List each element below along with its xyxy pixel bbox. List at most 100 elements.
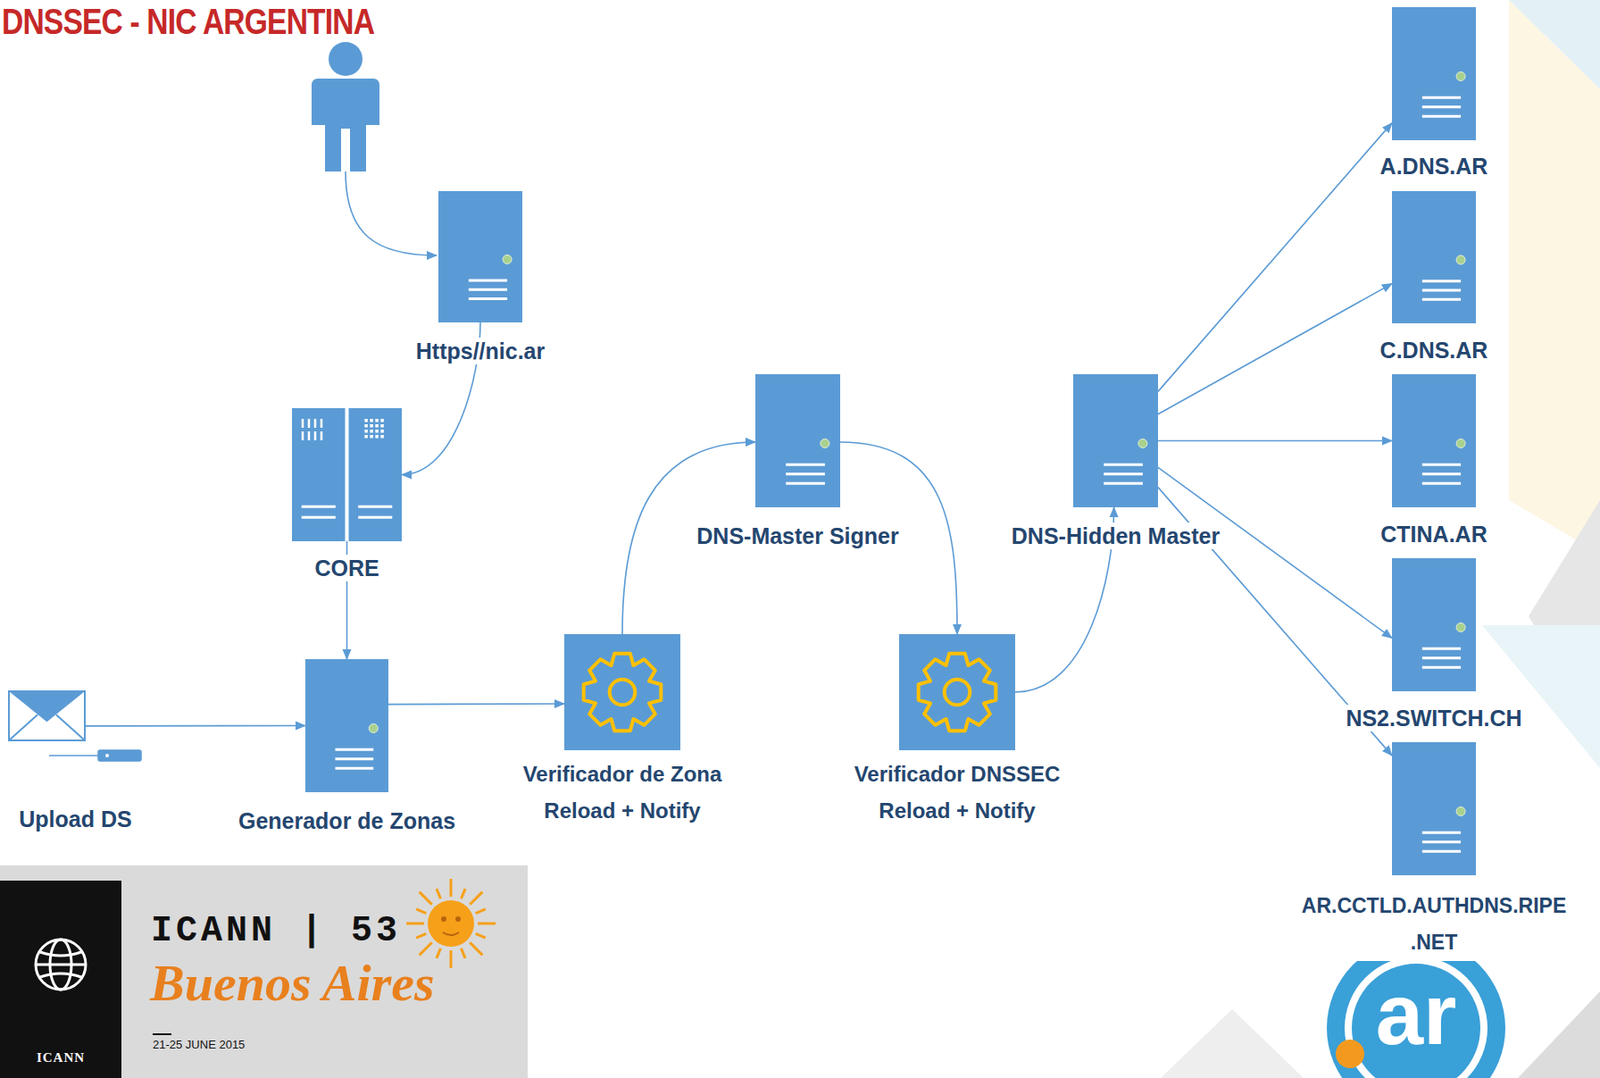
server-icon (1073, 374, 1159, 508)
connector-arrow (1158, 123, 1392, 392)
node-server-icon: Generador de Zonas (305, 658, 389, 792)
drawing-part (1422, 831, 1461, 834)
background-shapes (1160, 0, 1600, 1078)
drawing-part (364, 429, 368, 434)
node-gear-process-box: Verificador DNSSEC Reload + Notify (899, 633, 1016, 750)
node-label: DNS-Hidden Master (1008, 522, 1224, 550)
drawing-part (98, 750, 142, 761)
drawing-part (438, 191, 523, 323)
drawing-part (1344, 956, 1488, 1078)
drawing-part (477, 922, 496, 925)
drawing-part (301, 516, 336, 519)
drawing-part (369, 424, 374, 428)
drawing-part (1422, 96, 1461, 100)
drawing-part (1103, 472, 1143, 475)
drawing-part (419, 891, 433, 905)
drawing-part (1456, 71, 1466, 81)
drawing-part (314, 431, 317, 441)
event-city: Buenos Aires (150, 953, 435, 1013)
gear-process-box (564, 633, 681, 750)
drawing-part (1391, 741, 1476, 875)
drawing-part (1422, 105, 1461, 109)
node-server-icon: A.DNS.AR (1391, 7, 1476, 141)
drawing-part (1422, 482, 1461, 485)
drawing-part (1073, 374, 1159, 508)
drawing-part (1422, 472, 1461, 475)
drawing-part (380, 418, 384, 423)
node-label: C.DNS.AR (1376, 336, 1492, 364)
drawing-part (475, 908, 486, 914)
server-icon (1391, 374, 1476, 508)
node-label: NS2.SWITCH.CH (1341, 704, 1525, 732)
drawing-part (1456, 806, 1466, 816)
node-label: Verificador de Zona Reload + Notify (484, 755, 760, 829)
drawing-part (1482, 625, 1600, 768)
node-server-icon: DNS-Master Signer (755, 374, 841, 508)
person-arrow (345, 171, 437, 256)
drawing-part (1422, 289, 1461, 292)
drawing-part (334, 748, 374, 751)
drawing-part (1160, 1008, 1304, 1078)
drawing-part (1422, 656, 1461, 659)
logo-text: ICANN (16, 1050, 106, 1066)
drawing-part (450, 878, 453, 897)
event-date: 21-25 JUNE 2015 (152, 1037, 245, 1052)
drawing-part (469, 941, 483, 955)
server-icon (305, 658, 389, 792)
core-rack-icon (291, 408, 402, 542)
drawing-part (442, 932, 459, 935)
node-label: Upload DS (15, 805, 135, 833)
connector-arrow (1158, 283, 1392, 415)
drawing-part (368, 723, 378, 733)
node-label: Https//nic.ar (412, 337, 549, 365)
drawing-part (419, 941, 433, 955)
drawing-part (1391, 374, 1476, 508)
drawing-part (311, 78, 380, 172)
drawing-part (1422, 115, 1461, 118)
node-label: AR.CCTLD.AUTHDNS.RIPE .NET (1298, 887, 1570, 961)
node-server-icon: NS2.SWITCH.CH (1391, 558, 1476, 692)
drawing-part (1422, 647, 1461, 650)
drawing-part (1391, 558, 1476, 692)
drawing-part (349, 408, 403, 542)
drawing-part (416, 908, 426, 914)
drawing-part (1391, 7, 1476, 141)
drawing-part (427, 900, 475, 947)
server-icon (1391, 191, 1476, 324)
drawing-part (49, 754, 99, 757)
drawing-part (8, 691, 85, 741)
upload-bar (49, 750, 142, 761)
drawing-part (755, 374, 841, 508)
drawing-part (468, 278, 508, 282)
node-server-icon: DNS-Hidden Master (1073, 374, 1159, 508)
drawing-part (375, 434, 379, 439)
drawing-part (450, 950, 453, 968)
drawing-part (0, 865, 528, 1078)
node-label: A.DNS.AR (1376, 152, 1492, 180)
drawing-part (416, 933, 426, 938)
drawing-part (40, 951, 82, 956)
drawing-part (468, 297, 508, 300)
drawing-part (334, 757, 374, 760)
drawing-part (1456, 622, 1466, 632)
drawing-part (1422, 463, 1461, 467)
drawing-part (469, 891, 483, 905)
connector-arrow (85, 725, 306, 727)
drawing-part (364, 434, 368, 439)
node-server-icon: Https//nic.ar (438, 191, 523, 323)
drawing-part (375, 429, 379, 434)
envelope-icon (8, 690, 86, 742)
connector-arrow (388, 702, 565, 705)
drawing-part (820, 438, 830, 448)
icann-banner (0, 865, 528, 1078)
drawing-part (328, 41, 363, 76)
event-name: ICANN | 53 (150, 910, 401, 952)
drawing-part (291, 408, 346, 542)
drawing-part (369, 429, 374, 434)
drawing-part (1456, 438, 1466, 448)
drawing-part (1391, 191, 1476, 324)
drawing-part (455, 916, 461, 922)
drawing-part (1422, 850, 1461, 853)
drawing-part (369, 434, 374, 439)
node-label: CTINA.AR (1376, 520, 1491, 548)
